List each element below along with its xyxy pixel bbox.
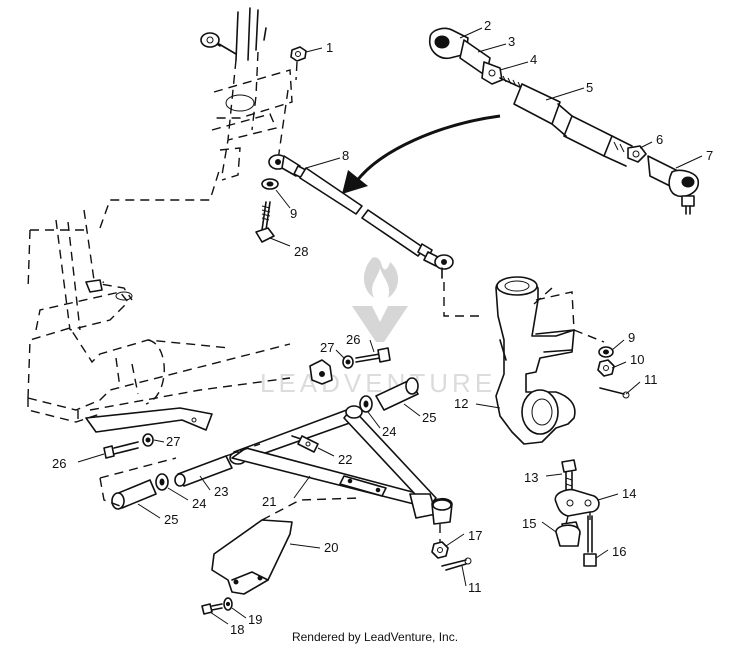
tie-rod-end-outer: [627, 145, 700, 215]
watermark-text: LEADVENTURE: [260, 368, 496, 398]
callout-16: 16: [612, 544, 626, 559]
callout-23: 23: [214, 484, 228, 499]
part-16-bolt: [583, 512, 597, 567]
knuckle-dashlines: [533, 287, 605, 343]
part-27-washer-lower: [142, 433, 154, 447]
part-26-bolt-lower: [103, 441, 139, 459]
part-1-nut: [290, 46, 307, 81]
callout-8: 8: [342, 148, 349, 163]
tie-rod-end-upper: [428, 27, 523, 89]
callout-27-upper: 27: [320, 340, 334, 355]
callout-9-upper: 9: [290, 206, 297, 221]
part-14-plate: [554, 488, 600, 517]
callout-17: 17: [468, 528, 482, 543]
callout-24-upper: 24: [382, 424, 396, 439]
callout-21: 21: [262, 494, 276, 509]
callout-9-right: 9: [628, 330, 635, 345]
leader-lines: [77, 27, 703, 625]
callout-14: 14: [622, 486, 636, 501]
part-15-ball-joint: [555, 515, 581, 547]
callout-12: 12: [454, 396, 468, 411]
callout-26-upper: 26: [346, 332, 360, 347]
part-27-bracket: [309, 359, 333, 385]
callout-15: 15: [522, 516, 536, 531]
callout-5: 5: [586, 80, 593, 95]
callout-11-lower: 11: [468, 580, 482, 595]
part-11-cotter-pin-lower: [441, 557, 472, 571]
part-28-bolt: [255, 201, 275, 243]
part-23-sleeve: [174, 455, 233, 487]
part-10-nut: [597, 359, 615, 377]
callout-18: 18: [230, 622, 244, 637]
part-11-cotter-pin-right: [599, 387, 630, 399]
callout-25-lower: 25: [164, 512, 178, 527]
part-5-tube: [513, 83, 633, 167]
callout-1: 1: [326, 40, 333, 55]
watermark-logo: [352, 257, 408, 342]
callout-25-upper: 25: [422, 410, 436, 425]
callout-27-lower: 27: [166, 434, 180, 449]
footer-credit: Rendered by LeadVenture, Inc.: [291, 630, 459, 644]
callouts: 1 2 3 4 5 6 7 8 9 28 9 10 11 12 26 27 25…: [52, 18, 713, 637]
steering-column: [200, 7, 293, 181]
callout-20: 20: [324, 540, 338, 555]
callout-13: 13: [524, 470, 538, 485]
callout-7: 7: [706, 148, 713, 163]
part-26-bolt-upper: [355, 347, 391, 363]
callout-19: 19: [248, 612, 262, 627]
callout-3: 3: [508, 34, 515, 49]
frame: [27, 167, 291, 433]
callout-4: 4: [530, 52, 537, 67]
assembly-arrow: [342, 114, 501, 194]
part-27-washer-upper: [342, 355, 354, 369]
callout-24-lower: 24: [192, 496, 206, 511]
part-24-washer-lower: [155, 473, 169, 491]
part-9-washer-upper: [261, 178, 279, 190]
part-8-tie-rod: [268, 154, 484, 317]
callout-6: 6: [656, 132, 663, 147]
part-20-guard: [211, 497, 361, 595]
part-18-bolt: [201, 603, 223, 615]
callout-2: 2: [484, 18, 491, 33]
callout-11-right: 11: [644, 372, 658, 387]
part-25-bushing-upper: [375, 377, 419, 411]
part-21-a-arm: [229, 405, 453, 546]
part-13-bolt: [561, 459, 577, 493]
lower-mount-dashlines: [99, 443, 261, 507]
part-17-nut: [431, 541, 449, 559]
part-19-washer: [223, 597, 233, 611]
part-12-knuckle: [495, 276, 576, 445]
part-9-washer-right: [598, 346, 614, 358]
part-25-bushing-lower: [111, 479, 157, 510]
part-22-fitting: [291, 435, 319, 453]
callout-22: 22: [338, 452, 352, 467]
callout-10: 10: [630, 352, 644, 367]
callout-26-lower: 26: [52, 456, 66, 471]
part-24-washer-upper: [359, 395, 373, 413]
callout-28: 28: [294, 244, 308, 259]
